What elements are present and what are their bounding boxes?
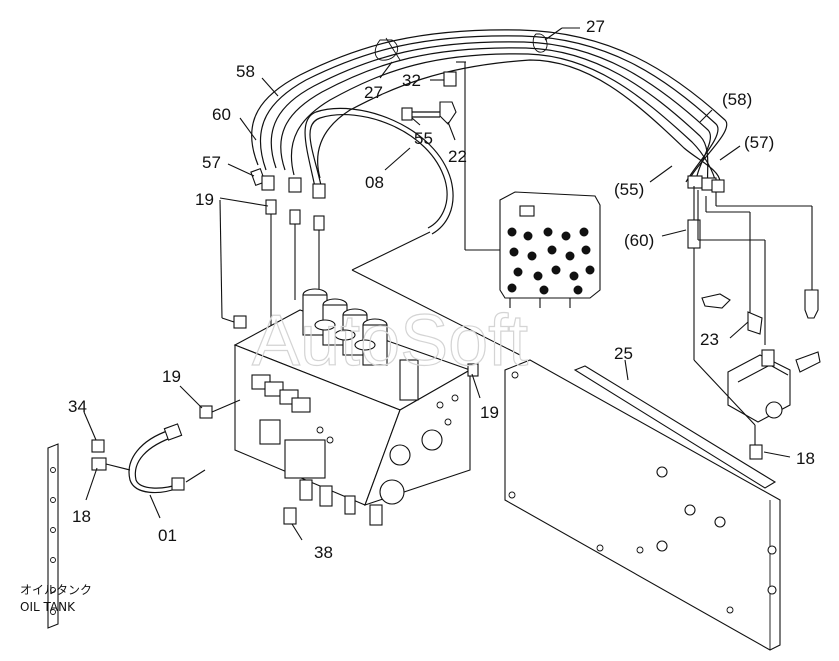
callout-27-clamp: 27: [364, 83, 383, 102]
callout-55-paren: (55): [614, 180, 644, 199]
callout-58-paren: (58): [722, 90, 752, 109]
callout-60: 60: [212, 105, 231, 124]
callout-22: 22: [448, 147, 467, 166]
callout-leaders: [83, 27, 791, 541]
callout-34: 34: [68, 397, 87, 416]
pilot-hose-bundle: [251, 29, 728, 235]
callout-38: 38: [314, 543, 333, 562]
watermark-text: AutoSoft: [252, 301, 528, 381]
callout-19-upper: 19: [195, 190, 214, 209]
callout-18-right: 18: [796, 449, 815, 468]
control-valve-block: [233, 288, 472, 526]
oil-tank-caption-en: OIL TANK: [20, 600, 76, 614]
oil-tank-caption-jp: オイルタンク: [20, 583, 92, 597]
pilot-manifold-box: [499, 191, 601, 308]
callout-19-left: 19: [162, 367, 181, 386]
leader-line: [351, 231, 431, 271]
callout-57-paren: (57): [744, 133, 774, 152]
callout-18-left: 18: [72, 507, 91, 526]
callout-19-right: 19: [480, 403, 499, 422]
upper-fittings: [439, 61, 500, 251]
callout-27-top: 27: [586, 17, 605, 36]
return-hose-01: [105, 315, 479, 525]
callout-55: 55: [414, 129, 433, 148]
callout-01: 01: [158, 526, 177, 545]
callout-57: 57: [202, 153, 221, 172]
callout-32: 32: [402, 71, 421, 90]
callout-25: 25: [614, 344, 633, 363]
callout-08: 08: [365, 173, 384, 192]
left-fittings: [250, 168, 326, 330]
oil-tank-bracket: [47, 439, 107, 629]
callout-23: 23: [700, 330, 719, 349]
callout-58: 58: [236, 62, 255, 81]
mounting-plate: [504, 359, 781, 651]
solenoid-valve-assembly: [687, 175, 821, 460]
callout-labels: 27 27 32 58 60 55 22 08 57 19 (58) (57) …: [68, 17, 815, 562]
callout-60-paren: (60): [624, 231, 654, 250]
